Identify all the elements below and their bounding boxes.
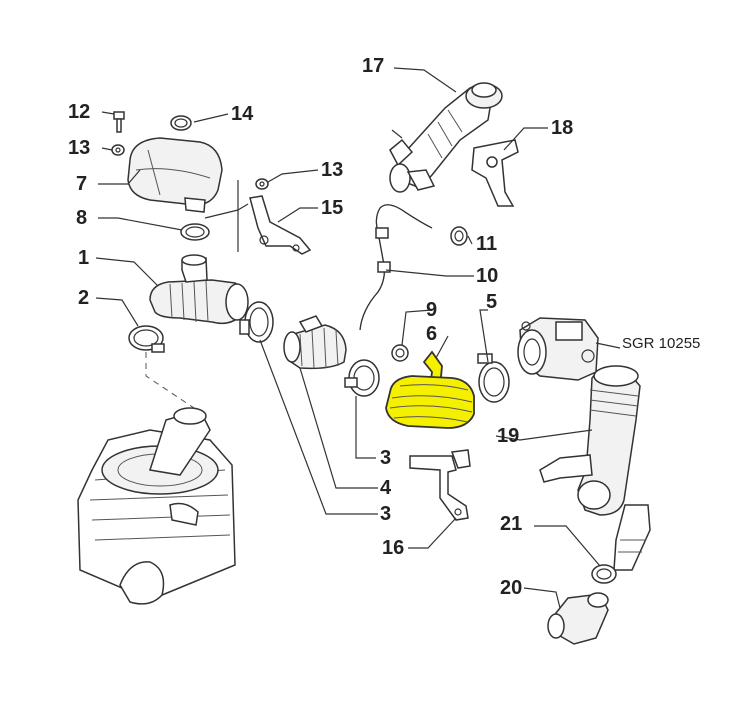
part-13-nut-left xyxy=(111,144,125,156)
callout-7: 7 xyxy=(76,173,87,195)
callout-13-upper-left: 13 xyxy=(68,137,90,159)
part-20-connector xyxy=(547,592,609,645)
callout-18: 18 xyxy=(551,117,573,139)
part-3-clamp-right xyxy=(344,359,380,397)
callout-13-middle: 13 xyxy=(321,159,343,181)
callout-12: 12 xyxy=(68,101,90,123)
part-13-nut-middle xyxy=(255,178,269,190)
throttle-body xyxy=(517,317,599,381)
part-16-bracket xyxy=(409,449,471,521)
callout-17: 17 xyxy=(362,55,384,77)
part-15-bracket xyxy=(249,195,312,255)
callout-16: 16 xyxy=(382,537,404,559)
callout-8: 8 xyxy=(76,207,87,229)
leader-lines xyxy=(95,67,621,609)
callout-3-upper: 3 xyxy=(380,447,391,469)
callout-14: 14 xyxy=(231,103,254,125)
callout-6: 6 xyxy=(426,323,437,345)
part-10-hose xyxy=(359,204,433,331)
part-12-bolt xyxy=(113,111,125,133)
callout-9: 9 xyxy=(426,299,437,321)
part-2-clamp xyxy=(128,325,165,353)
callout-10: 10 xyxy=(476,265,498,287)
reference-code: SGR 10255 xyxy=(622,335,700,352)
part-4-air-mass-meter xyxy=(283,315,347,370)
part-8-clamp xyxy=(180,223,210,241)
grouping-bracket xyxy=(204,180,249,252)
part-9-o-ring xyxy=(391,344,409,362)
part-5-clamp xyxy=(477,353,510,403)
part-3-clamp-left xyxy=(239,301,274,343)
callout-11: 11 xyxy=(476,233,497,255)
callout-20: 20 xyxy=(500,577,522,599)
part-6-highlighted-hose xyxy=(385,350,475,429)
callout-15: 15 xyxy=(321,197,343,219)
part-14-clip xyxy=(170,115,192,131)
part-1-intake-elbow xyxy=(149,254,249,325)
callout-21: 21 xyxy=(500,513,522,535)
callout-4: 4 xyxy=(380,477,392,499)
callout-1: 1 xyxy=(78,247,89,269)
callout-19: 19 xyxy=(497,425,519,447)
callout-3-lower: 3 xyxy=(380,503,391,525)
callout-5: 5 xyxy=(486,291,497,313)
part-17-air-duct xyxy=(389,82,503,193)
part-11-clip xyxy=(450,226,468,246)
part-21-clamp xyxy=(591,564,617,584)
part-18-bracket xyxy=(471,139,519,207)
air-filter-housing xyxy=(77,352,236,605)
part-7-resonator xyxy=(127,137,223,213)
part-19-intake-duct xyxy=(539,365,651,571)
callout-2: 2 xyxy=(78,287,89,309)
